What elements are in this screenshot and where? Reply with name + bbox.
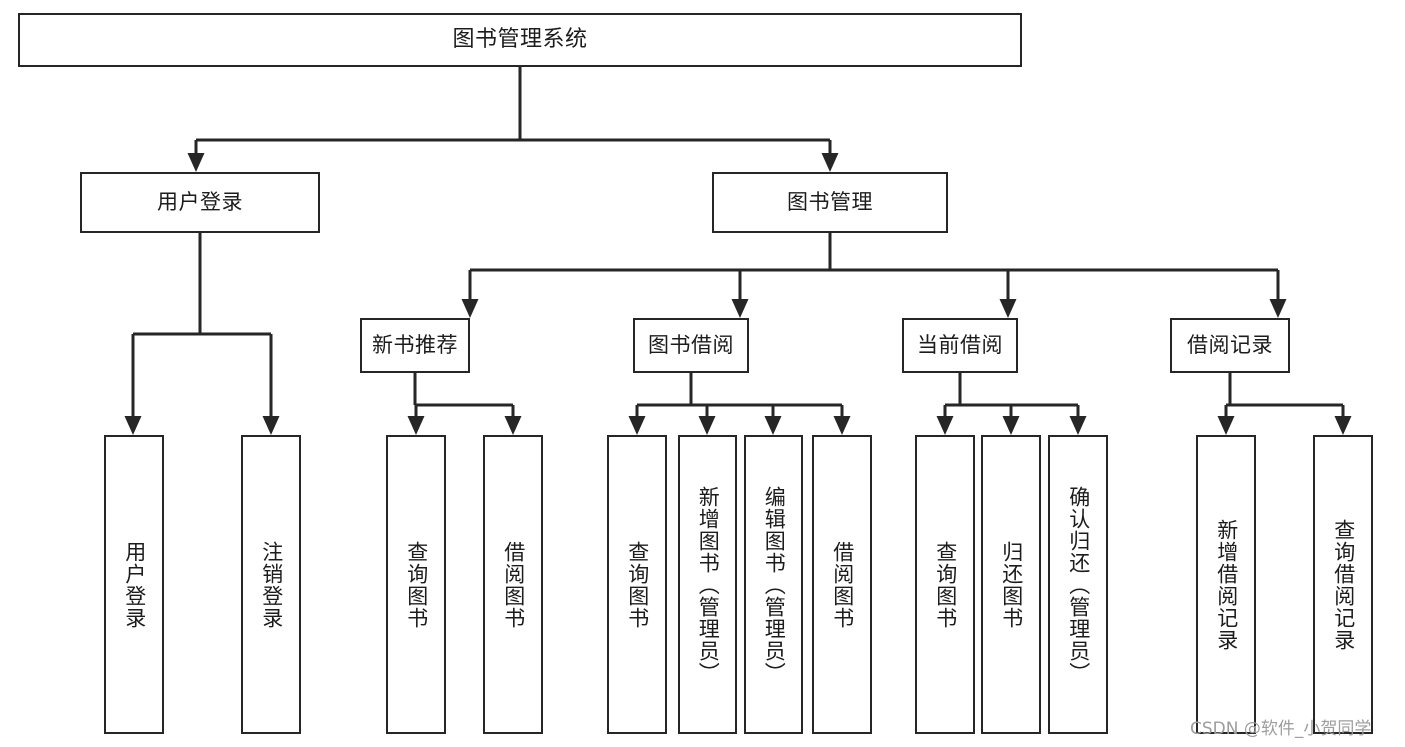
node-leaf-borrow-book-2[interactable]: 借阅图书 [812,435,872,734]
node-leaf-query-book-3[interactable]: 查询图书 [915,435,975,734]
node-borrow-record[interactable]: 借阅记录 [1170,318,1290,373]
node-leaf-edit-book-label: 编辑图书（管理员） [762,485,787,684]
node-leaf-query-book-3-label: 查询图书 [933,540,958,629]
node-leaf-query-record-label: 查询借阅记录 [1331,518,1356,651]
node-leaf-borrow-book-1-label: 借阅图书 [501,540,526,629]
node-leaf-logout[interactable]: 注销登录 [241,435,301,734]
node-leaf-edit-book[interactable]: 编辑图书（管理员） [744,435,803,734]
node-new-book-rec[interactable]: 新书推荐 [360,318,470,373]
node-leaf-user-login[interactable]: 用户登录 [104,435,164,734]
node-leaf-query-book-2-label: 查询图书 [625,540,650,629]
node-leaf-confirm-return[interactable]: 确认归还（管理员） [1048,435,1108,734]
node-root[interactable]: 图书管理系统 [18,13,1022,67]
node-borrow-record-label: 借阅记录 [1187,333,1273,358]
node-book-borrow[interactable]: 图书借阅 [633,318,749,373]
node-current-borrow[interactable]: 当前借阅 [902,318,1018,373]
node-leaf-add-book[interactable]: 新增图书（管理员） [678,435,737,734]
node-leaf-query-book-2[interactable]: 查询图书 [607,435,667,734]
node-leaf-confirm-return-label: 确认归还（管理员） [1066,485,1091,684]
node-user-login[interactable]: 用户登录 [80,172,320,233]
node-leaf-query-book-1[interactable]: 查询图书 [386,435,446,734]
node-current-borrow-label: 当前借阅 [917,333,1003,358]
node-leaf-query-record[interactable]: 查询借阅记录 [1313,435,1373,734]
watermark: CSDN @软件_小贺同学 [1190,719,1372,739]
node-root-label: 图书管理系统 [452,27,588,53]
node-leaf-query-book-1-label: 查询图书 [404,540,429,629]
node-leaf-borrow-book-2-label: 借阅图书 [830,540,855,629]
node-leaf-logout-label: 注销登录 [259,540,284,629]
node-leaf-add-record-label: 新增借阅记录 [1214,518,1239,651]
node-book-manage[interactable]: 图书管理 [712,172,948,233]
node-leaf-return-book[interactable]: 归还图书 [981,435,1041,734]
node-leaf-add-book-label: 新增图书（管理员） [696,485,721,684]
node-leaf-borrow-book-1[interactable]: 借阅图书 [483,435,543,734]
node-leaf-add-record[interactable]: 新增借阅记录 [1196,435,1256,734]
node-book-manage-label: 图书管理 [787,190,873,215]
node-book-borrow-label: 图书借阅 [648,333,734,358]
node-user-login-label: 用户登录 [157,190,243,215]
node-leaf-user-login-label: 用户登录 [122,540,147,629]
node-new-book-rec-label: 新书推荐 [372,333,458,358]
node-leaf-return-book-label: 归还图书 [999,540,1024,629]
